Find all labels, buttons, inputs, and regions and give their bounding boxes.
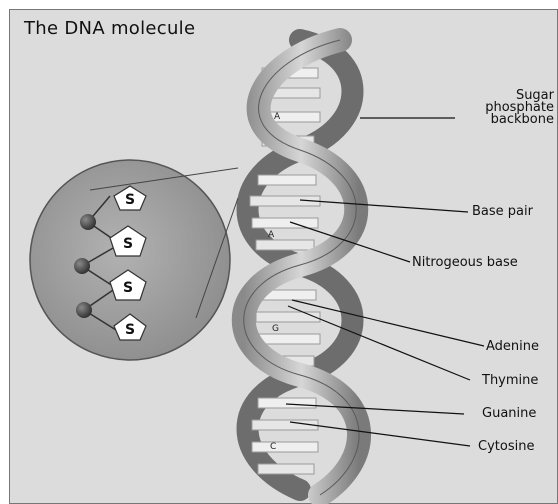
label-adenine: Adenine [486,339,539,354]
label-backbone-line3: backbone [470,114,554,126]
sugar-letter: S [123,280,133,296]
rung-letter: G [272,324,279,334]
label-guanine: Guanine [482,406,536,421]
label-thymine: Thymine [482,373,538,388]
sugar-letter: S [125,322,135,338]
phosphate-ball [74,258,90,274]
phosphate-ball [76,302,92,318]
label-sugar-phosphate-backbone: Sugar phosphate backbone [470,90,554,126]
phosphate-ball [80,214,96,230]
label-cytosine: Cytosine [478,439,534,454]
leader-base-pair [300,200,468,212]
sugar-letter: S [123,236,133,252]
sugar-letter: S [125,192,135,208]
label-base-pair: Base pair [472,204,533,219]
rung-letter: A [274,112,281,122]
leader-adenine [292,300,484,346]
label-nitrogenous-base: Nitrogeous base [412,255,518,270]
leader-guanine [286,404,464,414]
rung-letter: A [268,230,275,240]
rung-letter: C [270,442,276,452]
